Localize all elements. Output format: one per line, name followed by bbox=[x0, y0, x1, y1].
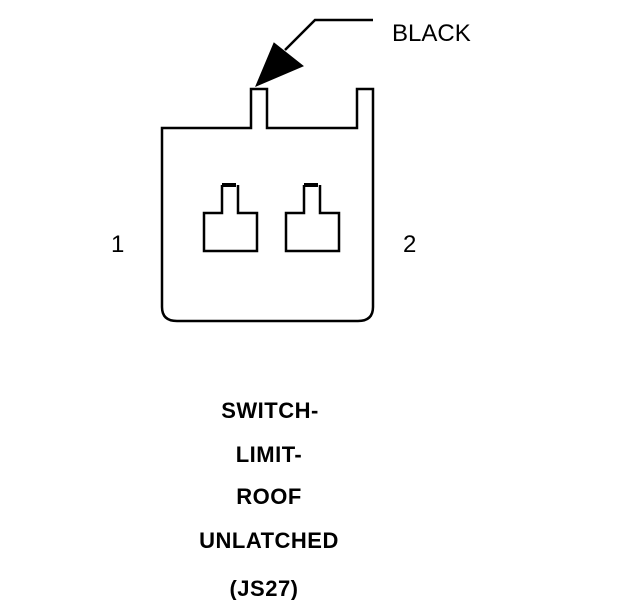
terminal-cavity-2-outline bbox=[284, 185, 341, 253]
callout-leader-line bbox=[284, 18, 373, 51]
color-callout-label: BLACK bbox=[392, 20, 471, 47]
terminal-cavity-1-latch bbox=[222, 183, 236, 187]
title-line-1: SWITCH- bbox=[221, 398, 319, 423]
terminal-cavity-2-latch bbox=[304, 183, 318, 187]
title-line-2: LIMIT- bbox=[236, 442, 303, 467]
connector-id: (JS27) bbox=[229, 576, 298, 600]
pin-label-2: 2 bbox=[403, 231, 416, 258]
terminal-cavity-1-outline bbox=[202, 185, 259, 253]
title-line-3: ROOF bbox=[236, 484, 302, 509]
terminal-cavity-2 bbox=[284, 183, 341, 253]
callout-arrow-icon bbox=[255, 42, 304, 87]
title-line-4: UNLATCHED bbox=[199, 528, 339, 553]
connector-housing bbox=[160, 87, 375, 323]
terminal-cavity-1 bbox=[202, 183, 259, 253]
pin-label-1: 1 bbox=[111, 231, 124, 258]
